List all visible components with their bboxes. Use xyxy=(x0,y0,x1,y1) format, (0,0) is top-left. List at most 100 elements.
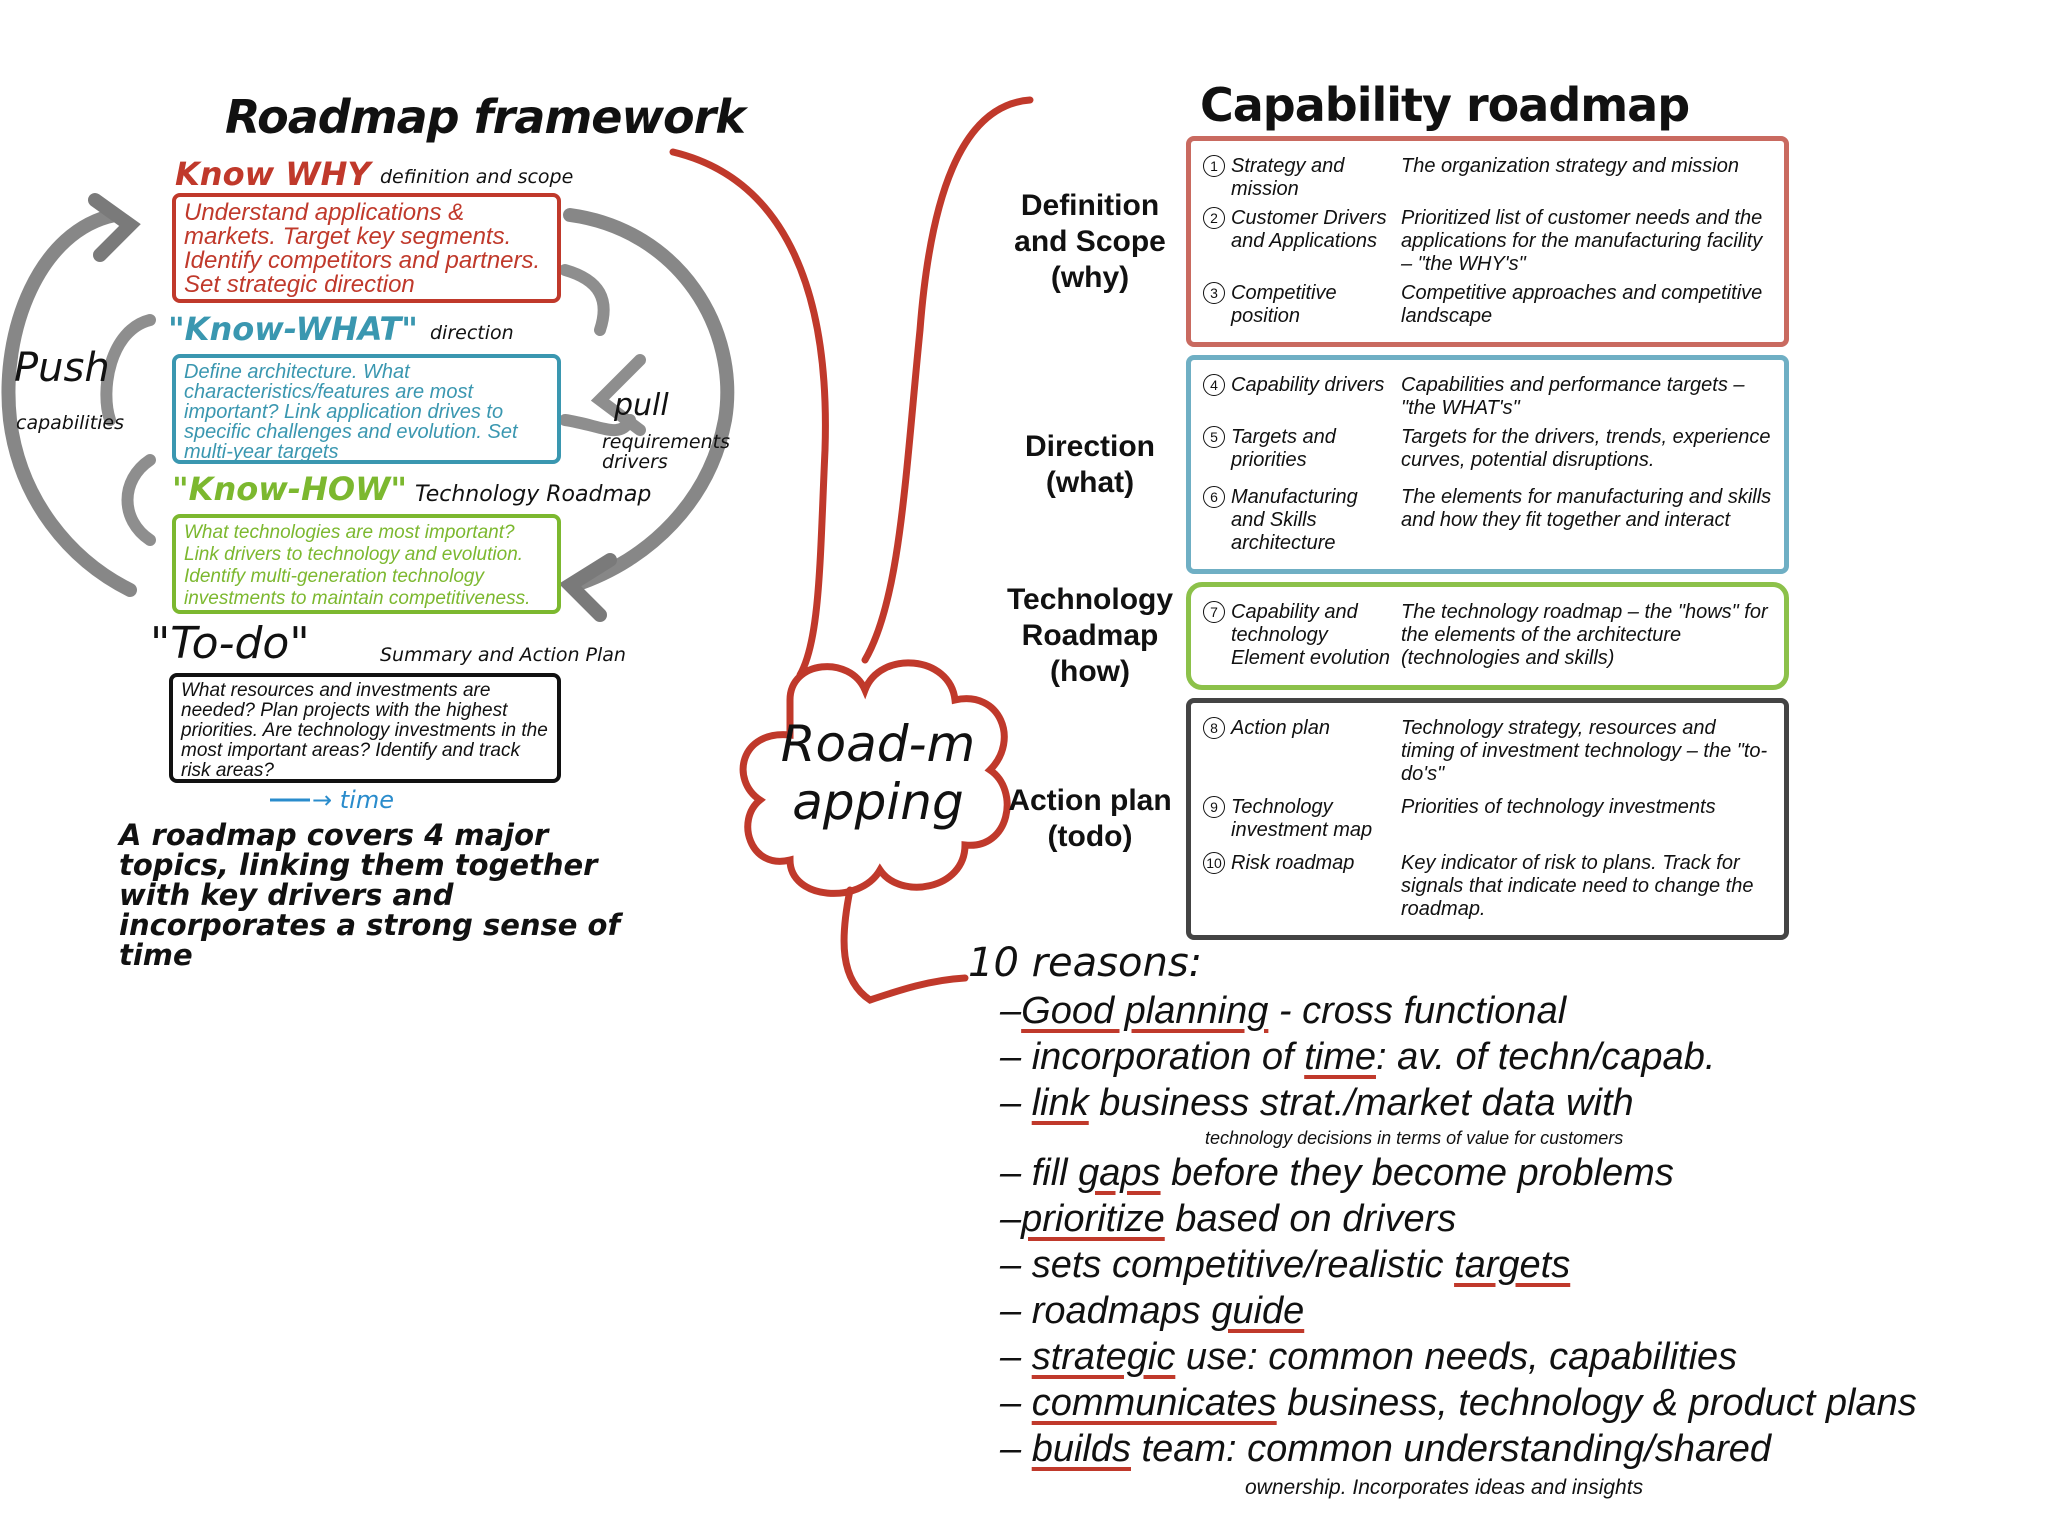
push-sublabel: capabilities xyxy=(16,412,125,434)
framework-summary: A roadmap covers 4 major topics, linking… xyxy=(119,818,621,972)
row-desc: Targets for the drivers, trends, experie… xyxy=(1401,426,1771,471)
row-number: 9 xyxy=(1203,796,1225,818)
reason-text: : av. of techn/capab. xyxy=(1375,1036,1716,1078)
reason-prefix: – sets competitive/realistic xyxy=(1000,1244,1455,1286)
pull-label: pull xyxy=(614,388,669,423)
know-why-label: Know WHY xyxy=(175,155,371,193)
reason-keyword: targets xyxy=(1454,1244,1571,1286)
pull-arrow-head xyxy=(558,553,617,622)
reason-item: –Good planning - cross functional xyxy=(1000,990,1566,1032)
capability-connector xyxy=(861,96,1034,664)
framework-connector xyxy=(669,148,829,679)
row-number: 3 xyxy=(1203,282,1225,304)
reason-item: – incorporation of time: av. of techn/ca… xyxy=(1000,1036,1715,1078)
reason-prefix: – xyxy=(1000,1198,1022,1240)
reasons-title: 10 reasons: xyxy=(968,940,1203,986)
reason-prefix: – xyxy=(1000,1336,1032,1378)
reason-keyword: builds xyxy=(1031,1428,1131,1470)
reason-keyword: guide xyxy=(1211,1290,1305,1332)
reason-keyword: communicates xyxy=(1031,1382,1277,1424)
row-desc: Capabilities and performance targets – "… xyxy=(1401,374,1745,419)
know-what-box: Define architecture. What characteristic… xyxy=(172,354,561,464)
reason-prefix: – incorporation of xyxy=(1000,1036,1305,1078)
row-desc: The technology roadmap – the "hows" for … xyxy=(1401,601,1768,669)
row-number: 6 xyxy=(1203,486,1225,508)
pull-arrow xyxy=(563,208,735,592)
reason-keyword: strategic xyxy=(1031,1336,1176,1378)
row-item: Technology investment map xyxy=(1231,796,1373,841)
row-number: 5 xyxy=(1203,426,1225,448)
row-desc: Key indicator of risk to plans. Track fo… xyxy=(1401,852,1754,920)
reason-prefix: – fill xyxy=(1000,1152,1079,1194)
todo-action-box: 8 Action plan Technology strategy, resourc… xyxy=(1186,698,1789,940)
row-item: Strategy and mission xyxy=(1231,155,1345,200)
row-item: Manufacturing and Skills architecture xyxy=(1231,486,1358,554)
row-number: 2 xyxy=(1203,207,1225,229)
know-how-label: "Know-HOW" xyxy=(172,470,408,508)
reason-text: team: common understanding/shared xyxy=(1131,1428,1772,1470)
reason-prefix: – roadmaps xyxy=(1000,1290,1212,1332)
push-arrow xyxy=(1,208,137,597)
reason-item: – strategic use: common needs, capabilit… xyxy=(1000,1336,1737,1378)
row-number: 7 xyxy=(1203,601,1225,623)
section-label-what: Direction (what) xyxy=(1024,429,1156,499)
know-what-label: "Know-WHAT" xyxy=(168,310,418,348)
reason-item: – fill gaps before they become problems xyxy=(1000,1152,1674,1194)
row-item: Capability drivers xyxy=(1231,374,1385,396)
row-desc: Prioritized list of customer needs and t… xyxy=(1401,207,1763,275)
todo-label: "To-do" xyxy=(150,618,310,669)
reason-text: - cross functional xyxy=(1268,990,1567,1032)
roadmapping-cloud xyxy=(739,659,1011,897)
reason-keyword: time xyxy=(1304,1036,1376,1078)
reason-prefix: – xyxy=(1000,1082,1032,1124)
know-how-box: What technologies are most important? Li… xyxy=(172,514,561,614)
todo-box: What resources and investments are neede… xyxy=(169,673,561,783)
reason-prefix: – xyxy=(1000,1428,1032,1470)
row-item: Competitive position xyxy=(1231,282,1337,327)
section-label-how: Technology Roadmap (how) xyxy=(1006,583,1174,688)
roadmapping-label: Road-mapping xyxy=(780,715,976,831)
row-desc: Technology strategy, resources and timin… xyxy=(1401,717,1768,785)
framework-title: Roadmap framework xyxy=(225,90,746,144)
capability-row: 9 Technology investment map Priorities of … xyxy=(1203,796,1772,842)
reason-item: –prioritize based on drivers xyxy=(1000,1198,1456,1240)
capability-row: 2 Customer Drivers and Applications Priori… xyxy=(1203,207,1772,276)
reason-keyword: prioritize xyxy=(1021,1198,1165,1240)
reason-item: – sets competitive/realistic targets xyxy=(1000,1244,1570,1286)
reason-note: ownership. Incorporates ideas and insigh… xyxy=(1245,1476,1644,1499)
reason-prefix: – xyxy=(1000,990,1022,1032)
row-desc: The organization strategy and mission xyxy=(1401,155,1739,177)
row-item: Action plan xyxy=(1231,717,1330,739)
pull-arrow-inner xyxy=(559,264,646,437)
cloud-tail xyxy=(840,886,969,1004)
row-number: 8 xyxy=(1203,717,1225,739)
reason-text: based on drivers xyxy=(1164,1198,1457,1240)
row-desc: Priorities of technology investments xyxy=(1401,796,1716,818)
reason-item: – communicates business, technology & pr… xyxy=(1000,1382,1917,1424)
reason-item: – builds team: common understanding/shar… xyxy=(1000,1428,1771,1470)
todo-caption: Summary and Action Plan xyxy=(380,644,626,666)
know-why-box: Understand applications & markets. Targe… xyxy=(172,193,561,303)
reason-text: business, technology & product plans xyxy=(1276,1382,1917,1424)
row-desc: The elements for manufacturing and skill… xyxy=(1401,486,1772,531)
capability-row: 8 Action plan Technology strategy, resourc… xyxy=(1203,717,1772,786)
capability-title: Capability roadmap xyxy=(1200,78,1690,132)
row-item: Risk roadmap xyxy=(1231,852,1355,874)
row-item: Customer Drivers and Applications xyxy=(1231,207,1387,252)
reason-item: – roadmaps guide xyxy=(1000,1290,1304,1332)
capability-row: 6 Manufacturing and Skills architecture Th… xyxy=(1203,486,1772,555)
push-arrow-head xyxy=(88,193,141,262)
know-what-caption: direction xyxy=(430,322,514,344)
reason-text: use: common needs, capabilities xyxy=(1175,1336,1738,1378)
reason-text: business strat./market data with xyxy=(1088,1082,1634,1124)
row-number: 10 xyxy=(1203,852,1225,874)
